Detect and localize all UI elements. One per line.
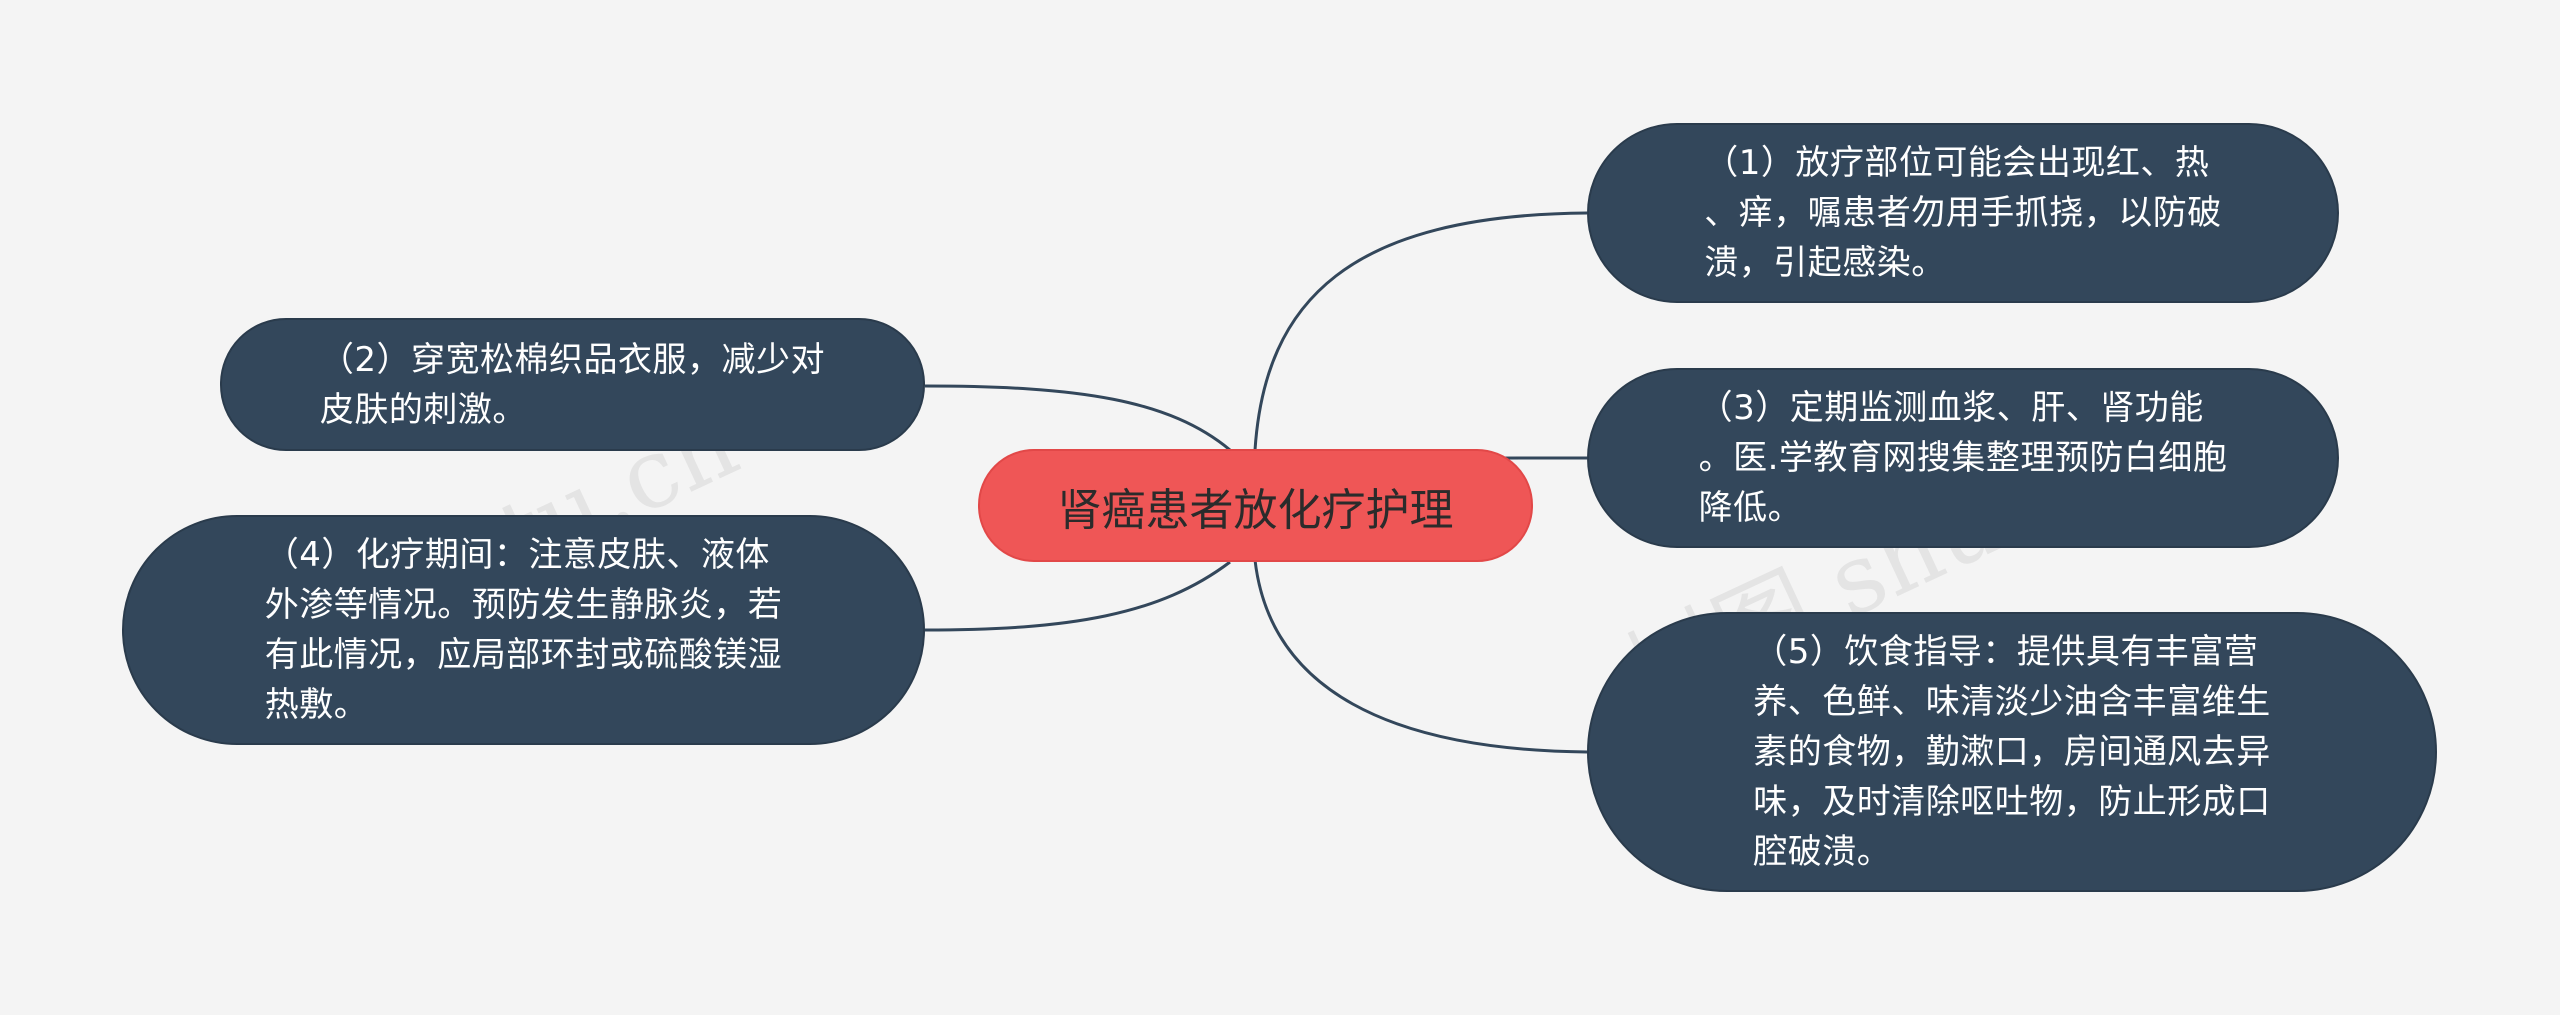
topic-node-2[interactable]: （2）穿宽松棉织品衣服，减少对 皮肤的刺激。 — [220, 318, 925, 451]
topic-node-5[interactable]: （5）饮食指导：提供具有丰富营 养、色鲜、味清淡少油含丰富维生 素的食物，勤漱口… — [1587, 612, 2437, 892]
central-topic-label: 肾癌患者放化疗护理 — [1057, 484, 1454, 536]
connector-n4 — [924, 560, 1231, 632]
connector-n1 — [1253, 211, 1588, 451]
topic-node-4-text: （4）化疗期间：注意皮肤、液体 外渗等情况。预防发生静脉炎，若 有此情况，应局部… — [264, 535, 783, 725]
topic-node-3[interactable]: （3）定期监测血浆、肝、肾功能 。医.学教育网搜集整理预防白细胞 降低。 — [1587, 368, 2339, 548]
connector-n2 — [924, 384, 1231, 452]
topic-node-1[interactable]: （1）放疗部位可能会出现红、热 、痒，嘱患者勿用手抓挠，以防破 溃，引起感染。 — [1587, 123, 2339, 303]
topic-node-3-text: （3）定期监测血浆、肝、肾功能 。医.学教育网搜集整理预防白细胞 降低。 — [1698, 388, 2228, 528]
topic-node-2-text: （2）穿宽松棉织品衣服，减少对 皮肤的刺激。 — [319, 339, 826, 430]
connector-n5 — [1253, 559, 1588, 754]
central-topic-node[interactable]: 肾癌患者放化疗护理 — [978, 449, 1533, 562]
topic-node-4[interactable]: （4）化疗期间：注意皮肤、液体 外渗等情况。预防发生静脉炎，若 有此情况，应局部… — [122, 515, 925, 745]
topic-node-1-text: （1）放疗部位可能会出现红、热 、痒，嘱患者勿用手抓挠，以防破 溃，引起感染。 — [1704, 143, 2222, 283]
topic-node-5-text: （5）饮食指导：提供具有丰富营 养、色鲜、味清淡少油含丰富维生 素的食物，勤漱口… — [1753, 632, 2271, 872]
